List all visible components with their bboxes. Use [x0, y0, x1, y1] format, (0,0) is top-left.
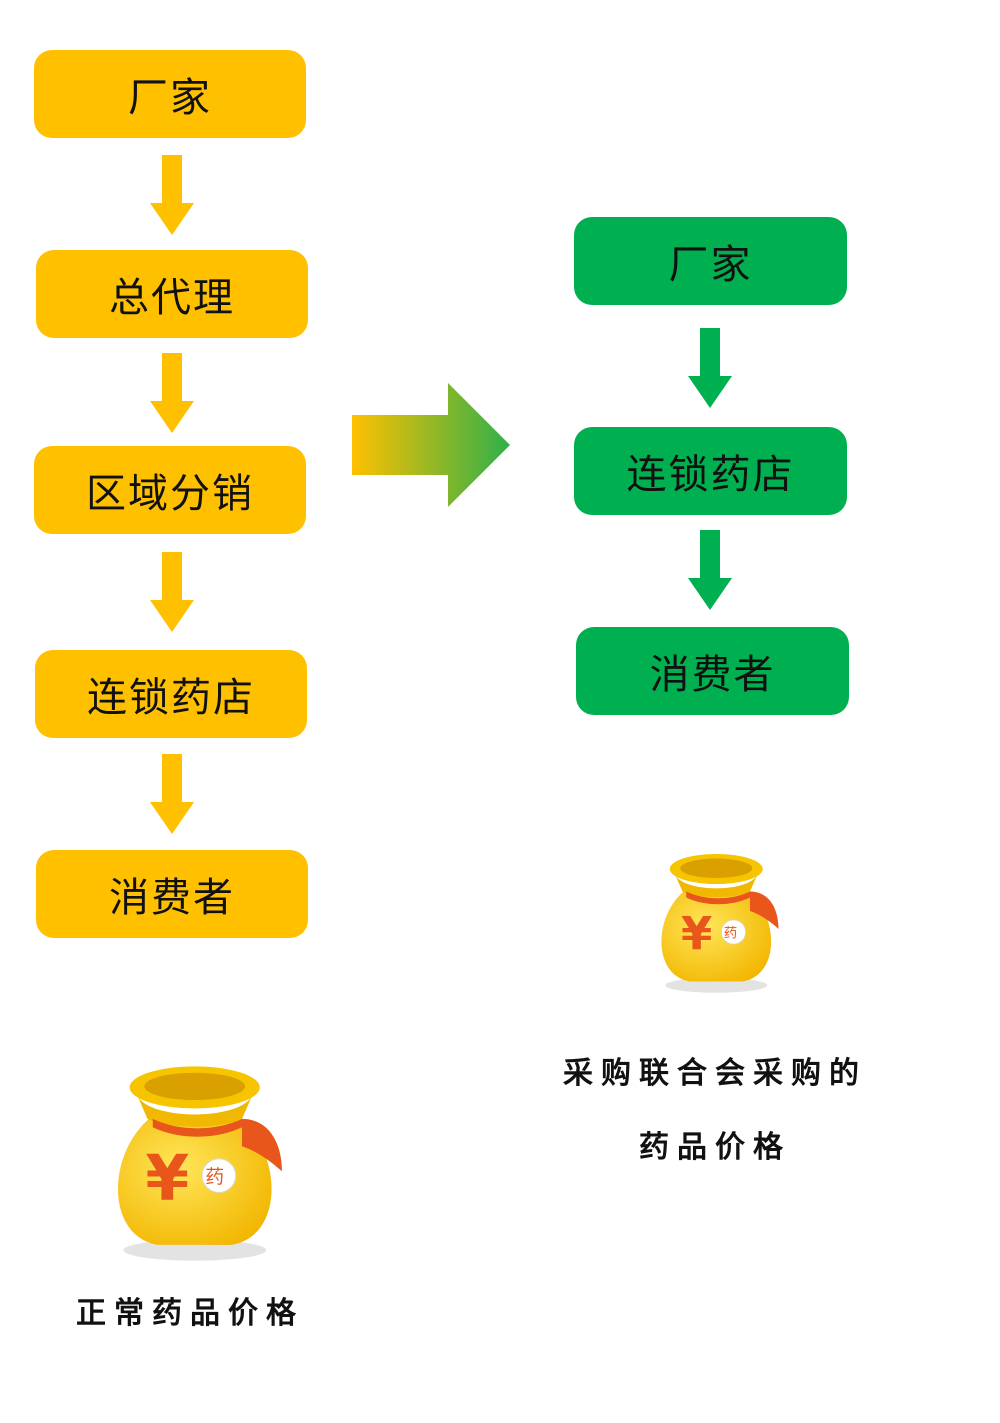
money-bag-icon-left: ¥ 药	[117, 1066, 282, 1261]
left-arrow-4	[150, 754, 194, 834]
left-node-consumer: 消费者	[36, 850, 308, 938]
left-node-chain-pharmacy: 连锁药店	[35, 650, 307, 738]
left-arrow-3	[150, 552, 194, 632]
money-bag-icon-right: ¥ 药	[661, 854, 779, 993]
svg-text:药: 药	[205, 1166, 224, 1188]
right-arrow-1	[688, 328, 732, 408]
right-node-consumer: 消费者	[576, 627, 849, 715]
right-caption-line2: 药品价格	[639, 1130, 791, 1165]
svg-text:¥: ¥	[681, 907, 712, 960]
right-caption-line1: 采购联合会采购的	[563, 1056, 867, 1091]
left-node-manufacturer: 厂家	[34, 50, 306, 138]
left-arrow-1	[150, 155, 194, 235]
right-node-chain-pharmacy: 连锁药店	[574, 427, 847, 515]
left-arrow-2	[150, 353, 194, 433]
transition-arrow	[352, 383, 510, 507]
left-caption: 正常药品价格	[76, 1296, 304, 1331]
right-node-manufacturer: 厂家	[574, 217, 847, 305]
svg-text:¥: ¥	[145, 1142, 189, 1215]
svg-text:药: 药	[724, 925, 738, 941]
right-arrow-2	[688, 530, 732, 610]
left-node-regional-distribution: 区域分销	[34, 446, 306, 534]
left-node-general-agent: 总代理	[36, 250, 308, 338]
